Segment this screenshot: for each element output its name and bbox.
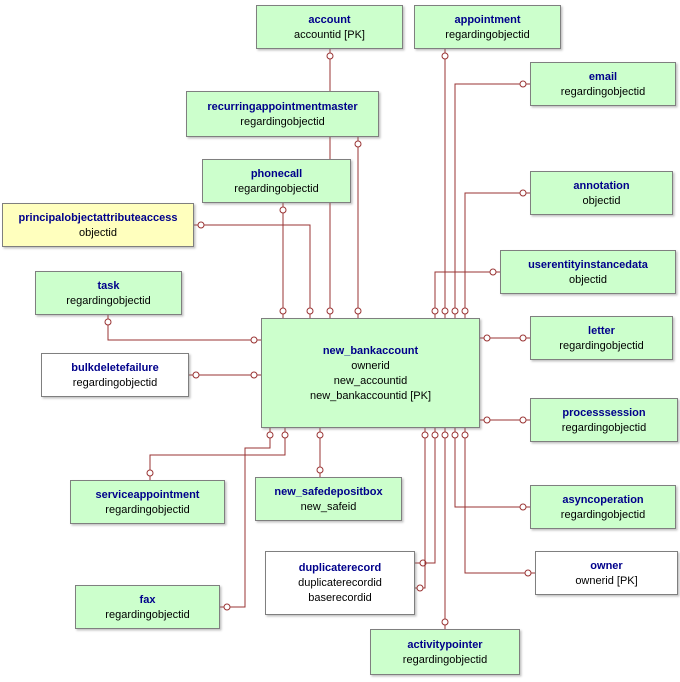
entity-letter[interactable]: letter regardingobjectid bbox=[530, 316, 673, 360]
connector-duplicaterecord-2 bbox=[415, 428, 429, 592]
connector-serviceappointment bbox=[146, 428, 289, 480]
entity-activitypointer-attr-0: regardingobjectid bbox=[402, 653, 488, 666]
connector-principalobjectattributeaccess bbox=[194, 221, 314, 318]
connector-processsession bbox=[480, 416, 530, 424]
entity-serviceappointment-title: serviceappointment bbox=[95, 488, 200, 501]
connector-asyncoperation bbox=[451, 428, 530, 511]
entity-serviceappointment[interactable]: serviceappointment regardingobjectid bbox=[70, 480, 225, 524]
entity-duplicaterecord-attr-0: duplicaterecordid bbox=[298, 577, 382, 589]
entity-userentityinstancedata-attr-0: objectid bbox=[569, 273, 607, 286]
entity-fax-attr-0: regardingobjectid bbox=[105, 608, 190, 621]
entity-owner-attr-0: ownerid [PK] bbox=[575, 574, 638, 587]
entity-processsession-title: processsession bbox=[562, 406, 646, 419]
entity-owner-title: owner bbox=[590, 559, 623, 572]
entity-serviceappointment-attr-0: regardingobjectid bbox=[105, 503, 190, 516]
entity-letter-attr-0: regardingobjectid bbox=[559, 339, 644, 352]
entity-phonecall-title: phonecall bbox=[250, 167, 303, 180]
entity-activitypointer[interactable]: activitypointer regardingobjectid bbox=[370, 629, 520, 675]
entity-new_safedepositbox-title: new_safedepositbox bbox=[274, 485, 383, 498]
entity-processsession[interactable]: processsession regardingobjectid bbox=[530, 398, 678, 442]
entity-email[interactable]: email regardingobjectid bbox=[530, 62, 676, 106]
connector-fax bbox=[220, 428, 274, 611]
entity-task-attr-0: regardingobjectid bbox=[66, 294, 151, 307]
entity-new_safedepositbox[interactable]: new_safedepositbox new_safeid bbox=[255, 477, 402, 521]
connector-activitypointer bbox=[441, 428, 449, 629]
entity-duplicaterecord[interactable]: duplicaterecord duplicaterecordid basere… bbox=[265, 551, 415, 615]
connector-duplicaterecord-1 bbox=[415, 428, 439, 567]
entity-email-title: email bbox=[588, 70, 618, 83]
entity-task[interactable]: task regardingobjectid bbox=[35, 271, 182, 315]
connector-annotation bbox=[461, 189, 530, 318]
entity-processsession-attr-0: regardingobjectid bbox=[561, 421, 647, 434]
entity-account-title: account bbox=[308, 13, 351, 26]
connector-new_safedepositbox bbox=[316, 428, 324, 477]
connector-letter bbox=[480, 334, 530, 342]
entity-fax[interactable]: fax regardingobjectid bbox=[75, 585, 220, 629]
entity-new_bankaccount[interactable]: new_bankaccount ownerid new_accountid ne… bbox=[261, 318, 480, 428]
connector-userentityinstancedata bbox=[431, 268, 500, 318]
entity-userentityinstancedata-title: userentityinstancedata bbox=[528, 258, 648, 271]
entity-annotation[interactable]: annotation objectid bbox=[530, 171, 673, 215]
connector-owner bbox=[461, 428, 535, 577]
connector-recurringappointmentmaster bbox=[354, 137, 362, 318]
entity-asyncoperation-title: asyncoperation bbox=[562, 493, 644, 506]
entity-recurringappointmentmaster[interactable]: recurringappointmentmaster regardingobje… bbox=[186, 91, 379, 137]
entity-principalobjectattributeaccess-title: principalobjectattributeaccess bbox=[18, 211, 178, 224]
entity-recurringappointmentmaster-attr-0: regardingobjectid bbox=[240, 115, 325, 128]
entity-task-title: task bbox=[97, 279, 120, 292]
entity-account-attr-0: accountid [PK] bbox=[294, 28, 365, 41]
entity-new_bankaccount-attr-2: new_bankaccountid [PK] bbox=[309, 389, 432, 402]
entity-appointment[interactable]: appointment regardingobjectid bbox=[414, 5, 561, 49]
entity-bulkdeletefailure-title: bulkdeletefailure bbox=[71, 361, 159, 374]
entity-annotation-attr-0: objectid bbox=[582, 194, 621, 207]
entity-asyncoperation[interactable]: asyncoperation regardingobjectid bbox=[530, 485, 676, 529]
entity-email-attr-0: regardingobjectid bbox=[560, 85, 646, 98]
entity-new_safedepositbox-attr-0: new_safeid bbox=[300, 500, 357, 513]
connector-email bbox=[451, 80, 530, 318]
entity-new_bankaccount-attr-1: new_accountid bbox=[333, 374, 408, 387]
entity-principalobjectattributeaccess[interactable]: principalobjectattributeaccess objectid bbox=[2, 203, 194, 247]
entity-duplicaterecord-attr-1: baserecordid bbox=[308, 592, 372, 604]
entity-phonecall[interactable]: phonecall regardingobjectid bbox=[202, 159, 351, 203]
entity-bulkdeletefailure-attr-0: regardingobjectid bbox=[72, 376, 158, 389]
entity-new_bankaccount-attr-0: ownerid bbox=[351, 359, 390, 372]
entity-bulkdeletefailure[interactable]: bulkdeletefailure regardingobjectid bbox=[41, 353, 189, 397]
entity-new_bankaccount-title: new_bankaccount bbox=[322, 344, 419, 357]
entity-letter-title: letter bbox=[588, 324, 615, 337]
entity-userentityinstancedata[interactable]: userentityinstancedata objectid bbox=[500, 250, 676, 294]
entity-appointment-title: appointment bbox=[454, 13, 521, 26]
entity-asyncoperation-attr-0: regardingobjectid bbox=[560, 508, 646, 521]
entity-recurringappointmentmaster-title: recurringappointmentmaster bbox=[207, 100, 358, 113]
connector-bulkdeletefailure bbox=[189, 371, 261, 379]
connector-phonecall bbox=[279, 203, 287, 318]
entity-principalobjectattributeaccess-attr-0: objectid bbox=[79, 226, 117, 239]
connector-task bbox=[104, 315, 261, 344]
entity-appointment-attr-0: regardingobjectid bbox=[445, 28, 530, 41]
entity-duplicaterecord-title: duplicaterecord bbox=[298, 562, 382, 574]
entity-account[interactable]: account accountid [PK] bbox=[256, 5, 403, 49]
entity-annotation-title: annotation bbox=[573, 179, 630, 192]
connector-appointment bbox=[441, 49, 449, 318]
entity-owner[interactable]: owner ownerid [PK] bbox=[535, 551, 678, 595]
entity-fax-title: fax bbox=[139, 593, 156, 606]
entity-phonecall-attr-0: regardingobjectid bbox=[234, 182, 319, 195]
entity-activitypointer-title: activitypointer bbox=[407, 638, 483, 651]
